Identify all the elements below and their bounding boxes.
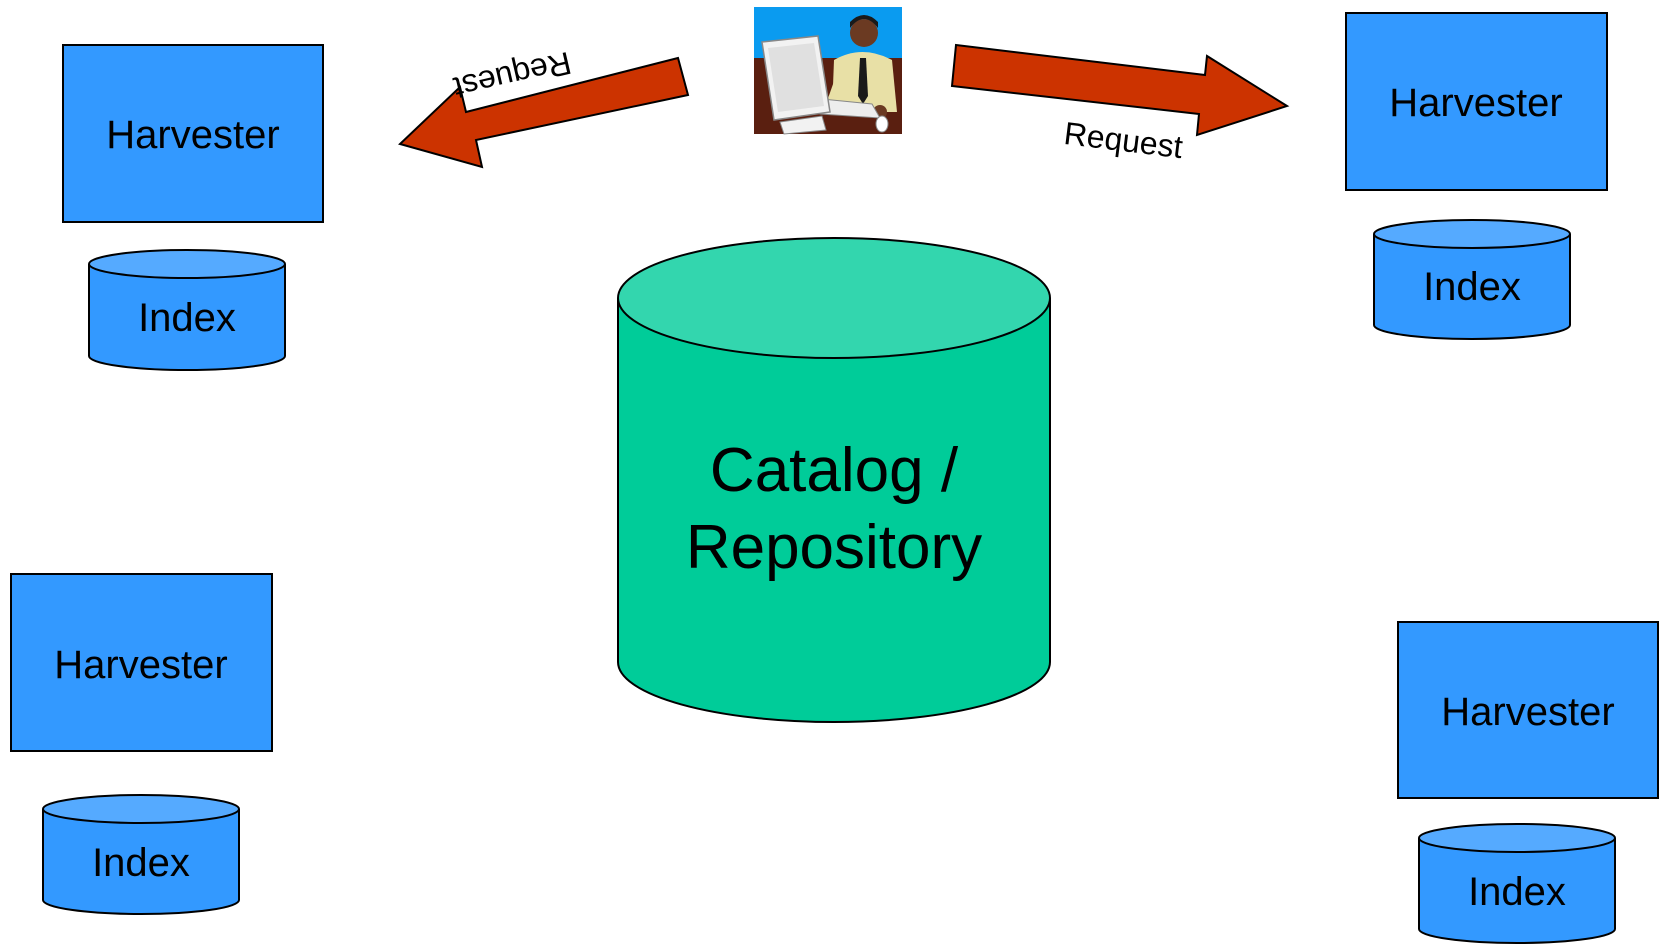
harvester-box[interactable]: [1397, 621, 1659, 799]
catalog-label-line2: Repository: [686, 513, 982, 582]
harvester-group-bottom-right: Harvester Index: [1397, 621, 1659, 944]
harvester-box[interactable]: [62, 44, 324, 223]
index-label: Index: [1423, 265, 1521, 309]
harvester-group-bottom-left: Harvester Index: [10, 573, 273, 915]
harvester-label: Harvester: [1441, 690, 1614, 734]
index-cylinder[interactable]: Index: [1418, 823, 1616, 944]
index-cylinder[interactable]: Index: [88, 249, 286, 371]
catalog-repository-cylinder: Catalog / Repository: [617, 237, 1051, 723]
catalog-label-line1: Catalog /: [710, 436, 959, 505]
request-arrow-right: Request: [950, 43, 1290, 165]
request-label-right: Request: [1062, 115, 1185, 165]
harvester-box[interactable]: [1345, 12, 1608, 191]
index-label: Index: [92, 841, 190, 885]
index-cylinder[interactable]: Index: [42, 794, 240, 915]
index-cylinder[interactable]: Index: [1373, 219, 1571, 340]
harvester-label: Harvester: [54, 643, 227, 687]
request-arrow-left: Request: [398, 45, 690, 169]
harvester-group-top-left: Harvester Index: [62, 44, 324, 371]
harvester-group-top-right: Harvester Index: [1345, 12, 1608, 340]
index-label: Index: [1468, 870, 1566, 914]
harvester-box[interactable]: [10, 573, 273, 752]
harvester-label: Harvester: [106, 113, 279, 157]
harvester-label: Harvester: [1389, 81, 1562, 125]
person-at-computer-icon: [754, 7, 902, 135]
index-label: Index: [138, 296, 236, 340]
